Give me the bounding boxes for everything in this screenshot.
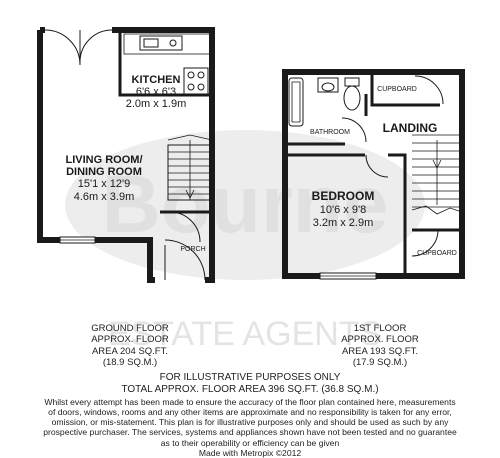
living-room-imperial: 15'1 x 12'9 [77,178,131,190]
first-floor-caption: 1ST FLOOR APPROX. FLOOR AREA 193 SQ.FT. … [320,323,440,369]
ground-floor-caption-line3: AREA 204 SQ.FT. [91,345,169,357]
disclaimer: Whilst every attempt has been made to en… [0,397,500,458]
kitchen-metric: 2.0m x 1.9m [125,98,187,110]
disclaimer-line: as to their operability or efficiency ca… [160,437,340,448]
kitchen-imperial: 6'6 x 6'3 [135,86,177,98]
disclaimer-line: of doors, windows, rooms and any other i… [48,407,452,418]
first-floor-caption-line2: APPROX. FLOOR [341,334,419,346]
watermark-brand: Bourne [102,159,389,250]
living-room-label-2: DINING ROOM [66,166,142,178]
ground-floor-plan [37,27,215,283]
ground-floor-caption-line1: GROUND FLOOR [91,323,169,334]
first-floor-caption-line4: (17.9 SQ.M.) [352,357,408,369]
watermark-tagline: ESTATE AGENTS [108,315,383,353]
bedroom-metric: 3.2m x 2.9m [312,217,374,229]
ground-floor-caption-line4: (18.9 SQ.M.) [102,357,158,369]
kitchen-label: KITCHEN [131,74,181,86]
total-area: TOTAL APPROX. FLOOR AREA 396 SQ.FT. (36.… [121,384,379,395]
cupboard-top-label: CUPBOARD [377,86,417,93]
bedroom-imperial: 10'6 x 9'8 [319,204,367,216]
illustrative-notice: FOR ILLUSTRATIVE PURPOSES ONLY [159,372,341,383]
disclaimer-line: prospective purchaser. The services, sys… [43,427,457,438]
disclaimer-line: omission, or mis-statement. This plan is… [51,417,449,428]
bathroom-label: BATHROOM [310,129,350,136]
cupboard-bottom-label: CUPBOARD [417,250,457,257]
living-room-metric: 4.6m x 3.9m [73,191,135,203]
first-floor-caption-line3: AREA 193 SQ.FT. [341,345,419,357]
watermark: Bourne ESTATE AGENTS [65,130,425,353]
ground-floor-caption-line2: APPROX. FLOOR [91,334,169,346]
bedroom-label: BEDROOM [311,189,375,203]
landing-label: LANDING [382,121,438,135]
first-floor-plan [282,69,465,280]
living-room-label-1: LIVING ROOM/ [65,154,143,166]
first-floor-caption-line1: 1ST FLOOR [353,323,407,334]
disclaimer-line: Whilst every attempt has been made to en… [44,397,456,407]
porch-label: PORCH [180,246,206,253]
watermark-oval [65,130,425,280]
ground-floor-caption: GROUND FLOOR APPROX. FLOOR AREA 204 SQ.F… [70,323,190,369]
